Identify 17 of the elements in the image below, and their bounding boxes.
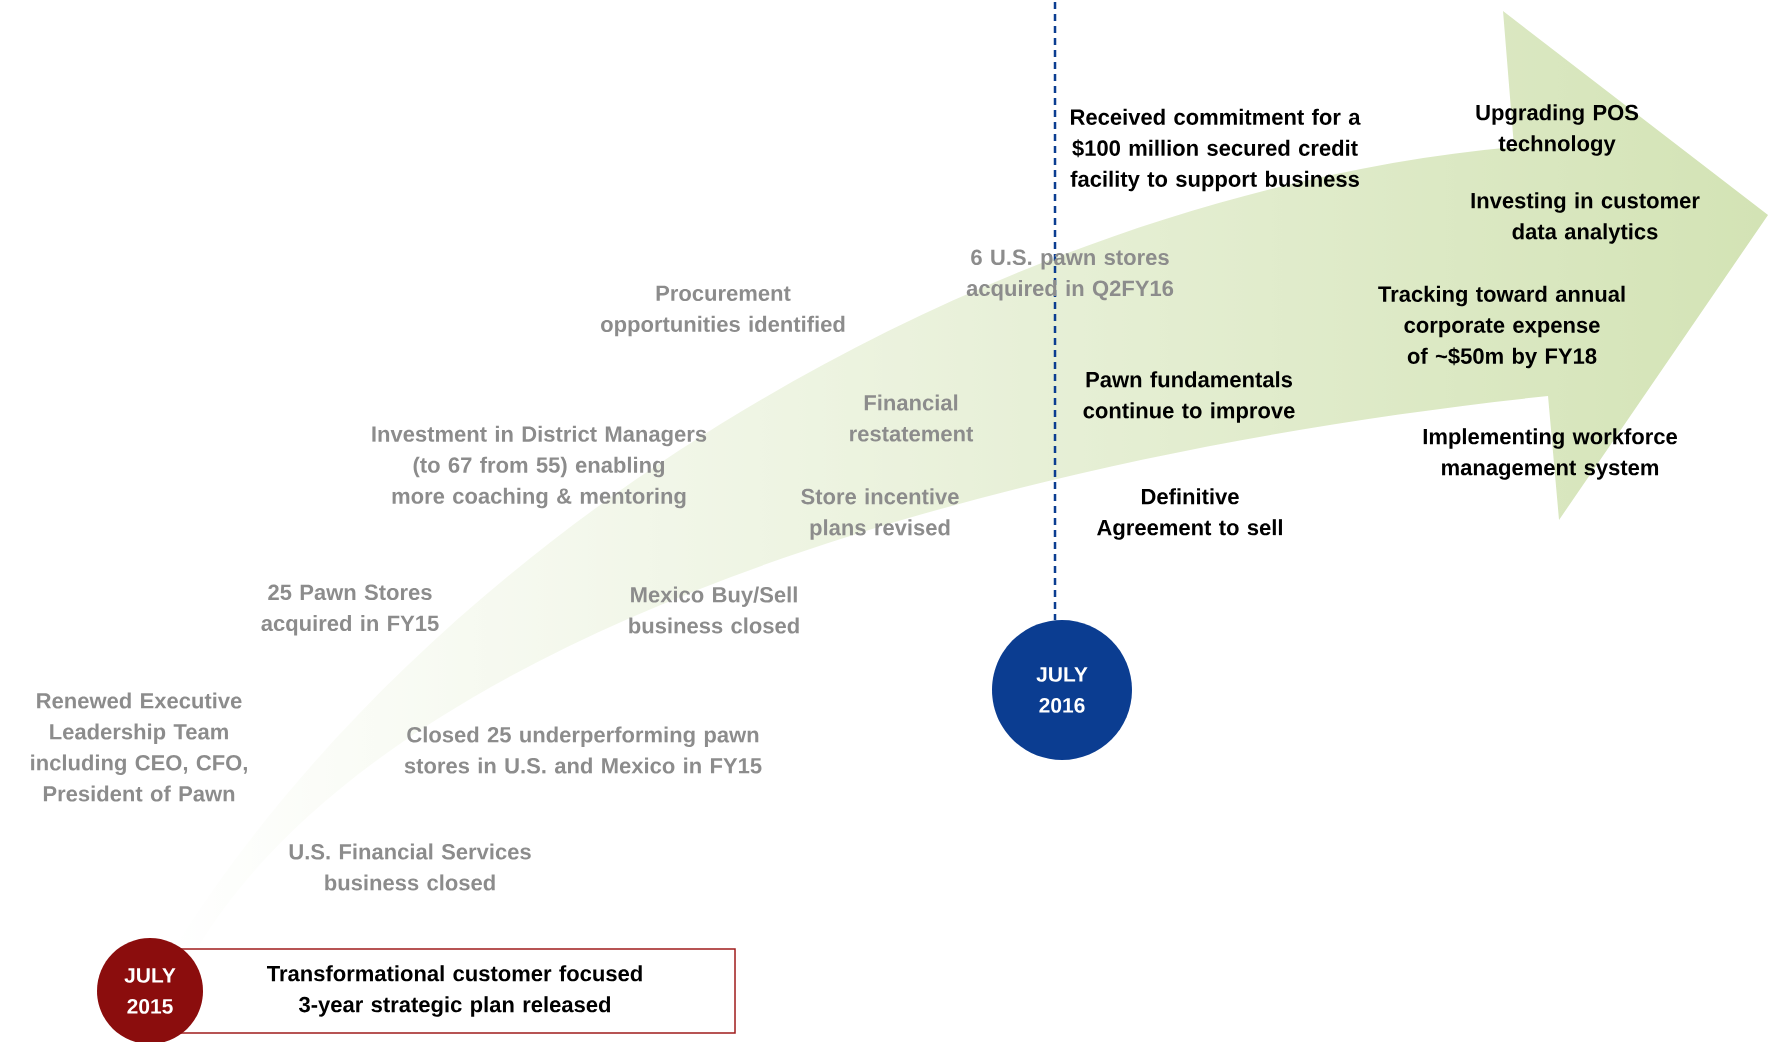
- timeline-text: 25 Pawn Stores acquired in FY15: [261, 584, 439, 636]
- timeline-text: Investment in District Managers (to 67 from 55) enabling more coaching & mentoring: [372, 425, 707, 509]
- timeline-text: Financial restatement: [850, 394, 974, 442]
- timeline-text: 6 U.S. pawn stores acquired in Q2FY16: [966, 249, 1174, 301]
- timeline-text: Renewed Executive Leadership Team including CEO, CFO, President of Pawn: [31, 692, 247, 802]
- timeline-text: U.S. Financial Services business closed: [289, 843, 531, 891]
- timeline-text: Investing in customer data analytics: [1471, 192, 1700, 244]
- timeline-text: Upgrading POS technology: [1476, 104, 1639, 156]
- timeline-text: Definitive Agreement to sell: [1097, 488, 1282, 540]
- timeline-text: Procurement opportunities identified: [601, 285, 845, 337]
- timeline-text: Implementing workforce management system: [1423, 428, 1677, 480]
- timeline-text: Store incentive plans revised: [801, 488, 959, 540]
- timeline-text: Pawn fundamentals continue to improve: [1083, 371, 1295, 423]
- timeline-text: Closed 25 underperforming pawn stores in U.S. and Mexico in FY15: [404, 726, 762, 774]
- timeline-text: Received commitment for a $100 million secured credit facility to support business: [1070, 108, 1361, 192]
- timeline-text: Tracking toward annual corporate expense of ~$50m by FY18: [1378, 285, 1625, 369]
- timeline-text: Mexico Buy/Sell business closed: [629, 586, 799, 634]
